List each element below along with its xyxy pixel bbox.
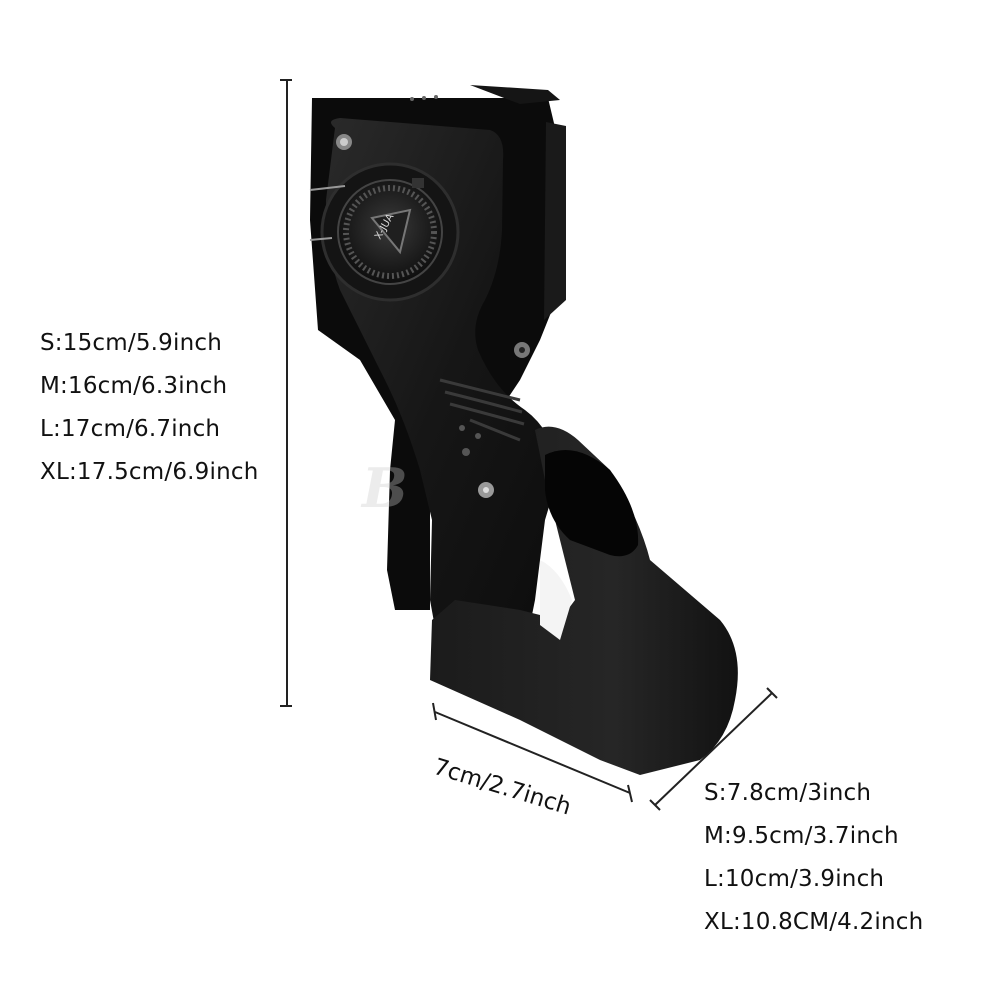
heel-gap — [540, 560, 572, 640]
height-size-l: L:17cm/6.7inch — [40, 416, 221, 442]
shell-ridges — [439, 378, 525, 442]
height-size-list: S:15cm/5.9inch M:16cm/6.3inch L:17cm/6.7… — [40, 322, 259, 494]
foot-plate — [430, 426, 738, 775]
dial-knob-icon — [309, 162, 460, 302]
height-dimension-line — [280, 79, 292, 707]
height-size-m: M:16cm/6.3inch — [40, 373, 228, 399]
depth-size-l: L:10cm/3.9inch — [704, 866, 885, 892]
depth-size-list: S:7.8cm/3inch M:9.5cm/3.7inch L:10cm/3.9… — [704, 772, 923, 944]
foot-opening — [545, 450, 639, 557]
depth-dimension-line — [649, 687, 778, 811]
height-size-xl: XL:17.5cm/6.9inch — [40, 459, 259, 485]
watermark: B — [362, 456, 408, 520]
width-dimension-line — [432, 702, 633, 803]
rivets — [336, 134, 530, 498]
side-strap — [544, 122, 566, 320]
depth-size-s: S:7.8cm/3inch — [704, 780, 872, 806]
depth-size-xl: XL:10.8CM/4.2inch — [704, 909, 924, 935]
depth-size-m: M:9.5cm/3.7inch — [704, 823, 899, 849]
height-size-s: S:15cm/5.9inch — [40, 330, 222, 356]
